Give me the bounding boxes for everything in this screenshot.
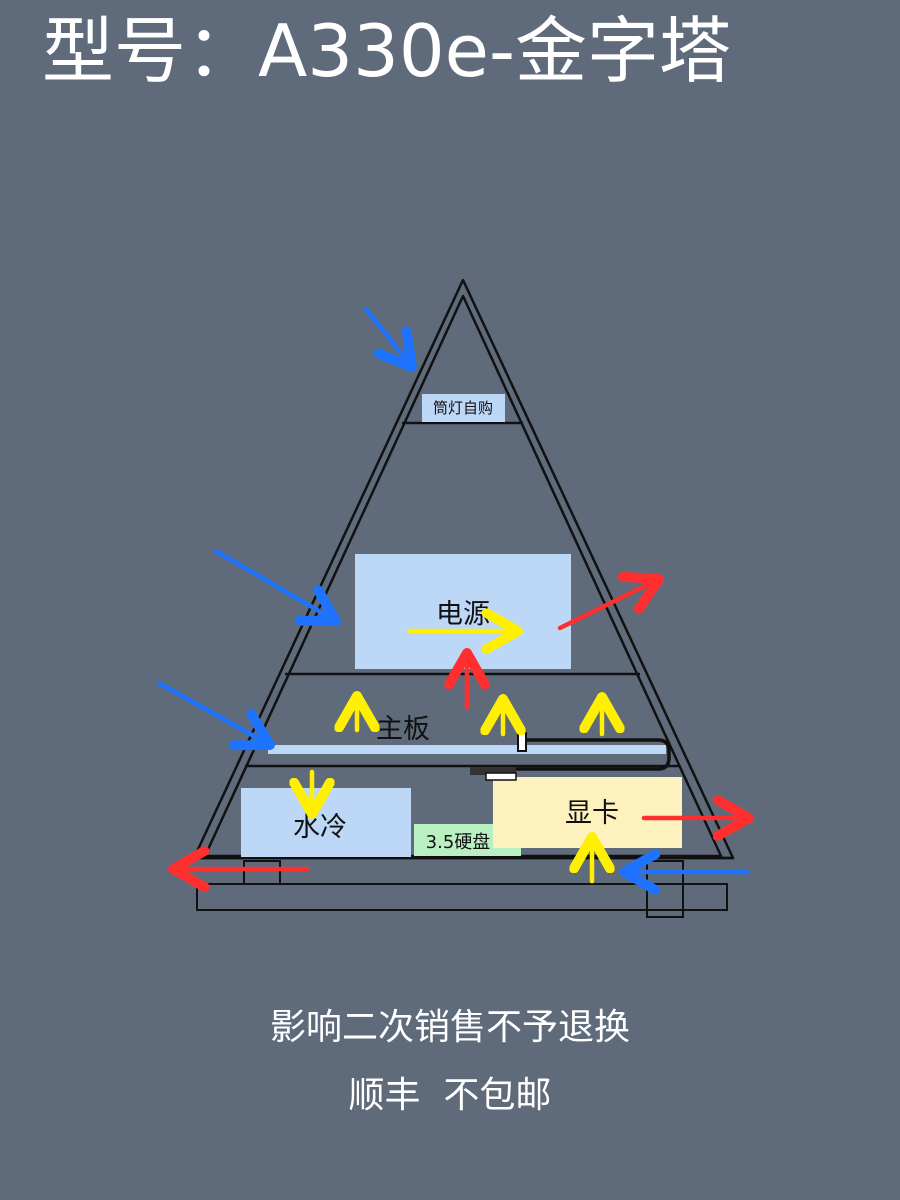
hdd-label: 3.5硬盘	[426, 832, 491, 853]
internal-airflow-arrows	[312, 631, 602, 884]
return-policy-text: 影响二次销售不予退换	[269, 1007, 630, 1048]
water-cooling-box: 水冷	[241, 788, 411, 857]
page-title: 型号：A330e-金字塔	[42, 9, 731, 93]
motherboard-section: 主板	[268, 714, 666, 754]
top-light-label: 筒灯自购	[433, 399, 493, 417]
gpu-label: 显卡	[565, 798, 619, 829]
shipping-policy-text: 顺丰 不包邮	[348, 1075, 552, 1116]
blue-arrow-icon	[156, 680, 270, 745]
blue-arrow-icon	[213, 548, 336, 621]
blue-arrow-icon	[363, 306, 412, 367]
psu-label: 电源	[436, 599, 490, 630]
intake-arrows	[156, 306, 750, 872]
exhaust-arrows	[173, 579, 749, 869]
motherboard-label: 主板	[376, 714, 430, 745]
psu-box: 电源	[355, 554, 571, 669]
water-cooling-label: 水冷	[293, 812, 347, 843]
top-light-box: 筒灯自购	[422, 394, 505, 422]
riser-cable	[470, 732, 671, 781]
red-arrow-icon	[557, 579, 659, 631]
gpu-box: 显卡	[493, 777, 682, 848]
